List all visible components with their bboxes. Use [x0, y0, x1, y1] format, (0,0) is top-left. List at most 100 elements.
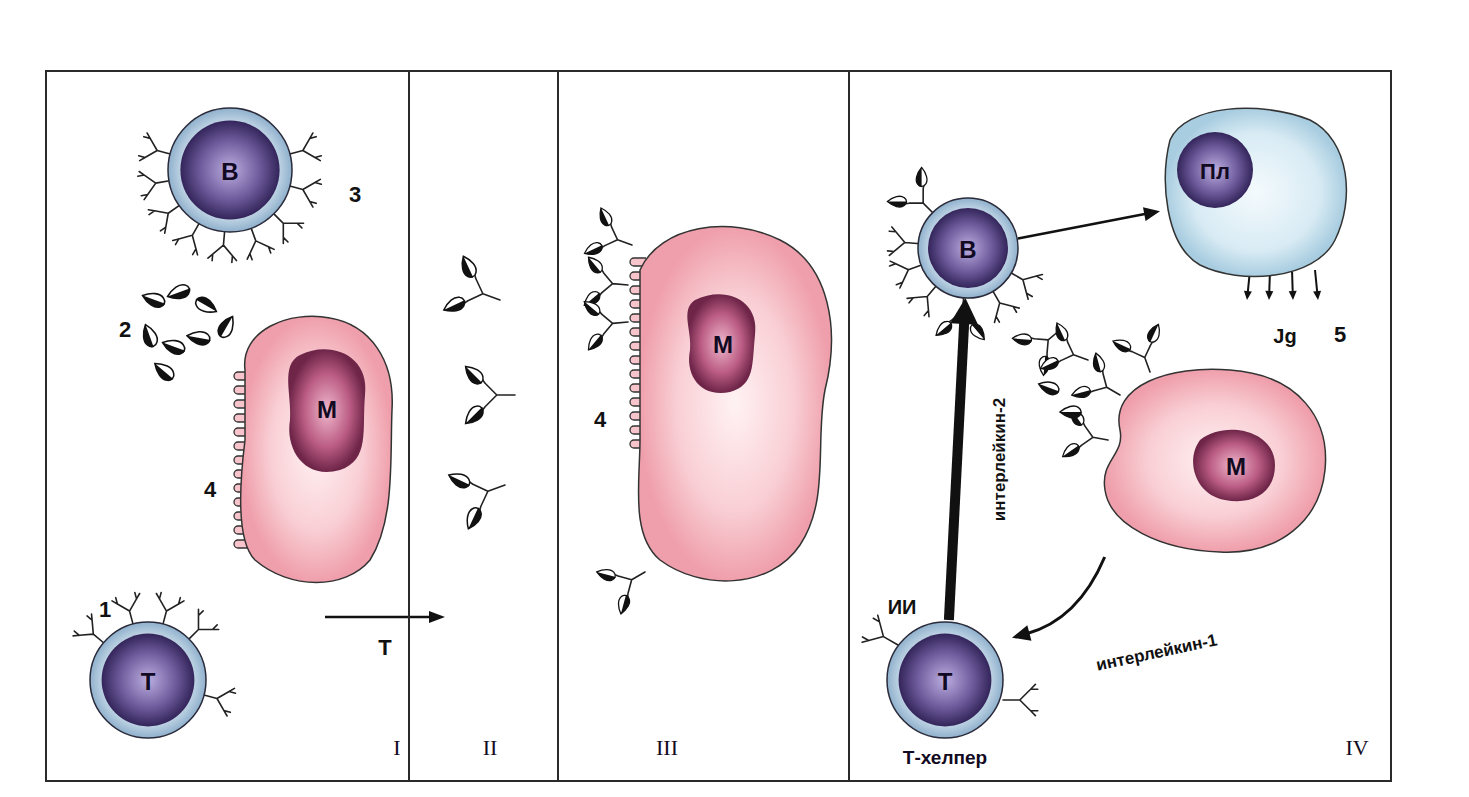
- antigen: [168, 288, 193, 302]
- antigen: [596, 206, 614, 228]
- antigen: [441, 294, 468, 315]
- receptor: [580, 294, 630, 354]
- antigen: [887, 202, 907, 207]
- antigen: [581, 297, 603, 318]
- antigen: [139, 325, 153, 350]
- antigen: [584, 245, 604, 258]
- antigen: [461, 366, 482, 387]
- macrophage-body: [638, 227, 831, 581]
- antigen: [461, 403, 486, 428]
- antigen: [582, 240, 604, 258]
- antigen: [595, 567, 616, 582]
- cell: М: [238, 310, 396, 592]
- antigen: [1038, 355, 1060, 373]
- antigen: [1037, 384, 1060, 397]
- macrophage-body: [1104, 369, 1325, 552]
- antigen: [165, 282, 192, 302]
- cell-nucleus: [102, 634, 195, 727]
- receptor: [1108, 320, 1176, 382]
- antigen: [1060, 406, 1082, 418]
- antigen: [1037, 378, 1061, 396]
- cell-letter: Т: [938, 670, 953, 694]
- antigen: [215, 313, 238, 339]
- cell-letter: Пл: [1200, 161, 1230, 183]
- cell-outline: [1160, 100, 1355, 285]
- antigen: [1146, 322, 1164, 344]
- cell-outline: [238, 310, 396, 592]
- antigen: [1012, 333, 1032, 345]
- receptor: [1003, 684, 1038, 715]
- antigen: [458, 254, 479, 281]
- antigen: [584, 331, 605, 353]
- antigen: [916, 167, 927, 186]
- antigen: [1052, 323, 1065, 343]
- antigen: [186, 329, 212, 346]
- antigen: [887, 196, 906, 207]
- receptor: [462, 273, 505, 316]
- antigen: [446, 469, 473, 490]
- antigen: [463, 505, 484, 532]
- antigen: [1040, 360, 1060, 373]
- secretion-arrow: [1244, 291, 1252, 300]
- antigen: [215, 313, 233, 337]
- antigen: [1060, 412, 1082, 418]
- cell-name: Т-хелпер: [903, 748, 987, 767]
- antigen: [616, 594, 631, 615]
- lymphocyte-body: [168, 108, 292, 232]
- antigen: [595, 567, 617, 582]
- antigen: [1111, 336, 1133, 354]
- stage-numeral: I: [393, 737, 400, 759]
- antigen: [215, 313, 238, 340]
- cell-letter: М: [317, 398, 337, 422]
- antigen: [1012, 333, 1033, 345]
- antigen: [140, 289, 166, 309]
- antigen: [584, 254, 604, 275]
- antigen: [968, 322, 988, 343]
- secretion-arrow: [1315, 270, 1317, 293]
- antigen: [936, 323, 955, 340]
- antigen: [916, 167, 921, 187]
- antigen: [140, 295, 165, 309]
- receptor: [208, 229, 239, 263]
- antigen: [461, 403, 486, 428]
- antigen: [916, 167, 927, 187]
- antigen: [1145, 322, 1163, 344]
- antigen: [139, 322, 159, 349]
- callout-label: Т: [378, 637, 391, 659]
- stage-numeral: II: [483, 737, 498, 759]
- receptor: [1058, 405, 1113, 468]
- antigen: [165, 283, 191, 303]
- antigen: [140, 289, 167, 309]
- antigen: [1060, 441, 1082, 461]
- cell: В: [918, 198, 1018, 298]
- cell-nucleus: [687, 294, 755, 393]
- secretion-arrow: [1291, 270, 1294, 293]
- antigen: [151, 359, 178, 384]
- antigen: [596, 208, 609, 228]
- cell-letter: В: [221, 160, 238, 184]
- antigen: [582, 241, 604, 259]
- callout-label: 4: [594, 409, 606, 431]
- receptor: [600, 222, 637, 259]
- antigen: [446, 475, 470, 491]
- transition-arrow: [429, 611, 445, 623]
- antigen: [466, 407, 487, 428]
- connector-line: [949, 319, 964, 620]
- antigen: [1091, 353, 1101, 374]
- cell-outline: [625, 218, 840, 590]
- antigen: [1012, 338, 1032, 345]
- receptor: [208, 229, 239, 263]
- cell-letter: М: [713, 333, 733, 357]
- antigen: [887, 196, 907, 207]
- antigen: [621, 595, 631, 616]
- cell-letter: Т: [141, 670, 156, 694]
- cell-nucleus: [899, 634, 992, 727]
- antigen: [584, 257, 601, 276]
- antigen: [139, 322, 159, 348]
- receptor: [438, 250, 511, 331]
- antigen: [584, 332, 604, 353]
- antigen: [1091, 352, 1106, 373]
- antigen: [1070, 385, 1092, 400]
- connector-line: [1026, 557, 1105, 634]
- receptor: [481, 378, 515, 412]
